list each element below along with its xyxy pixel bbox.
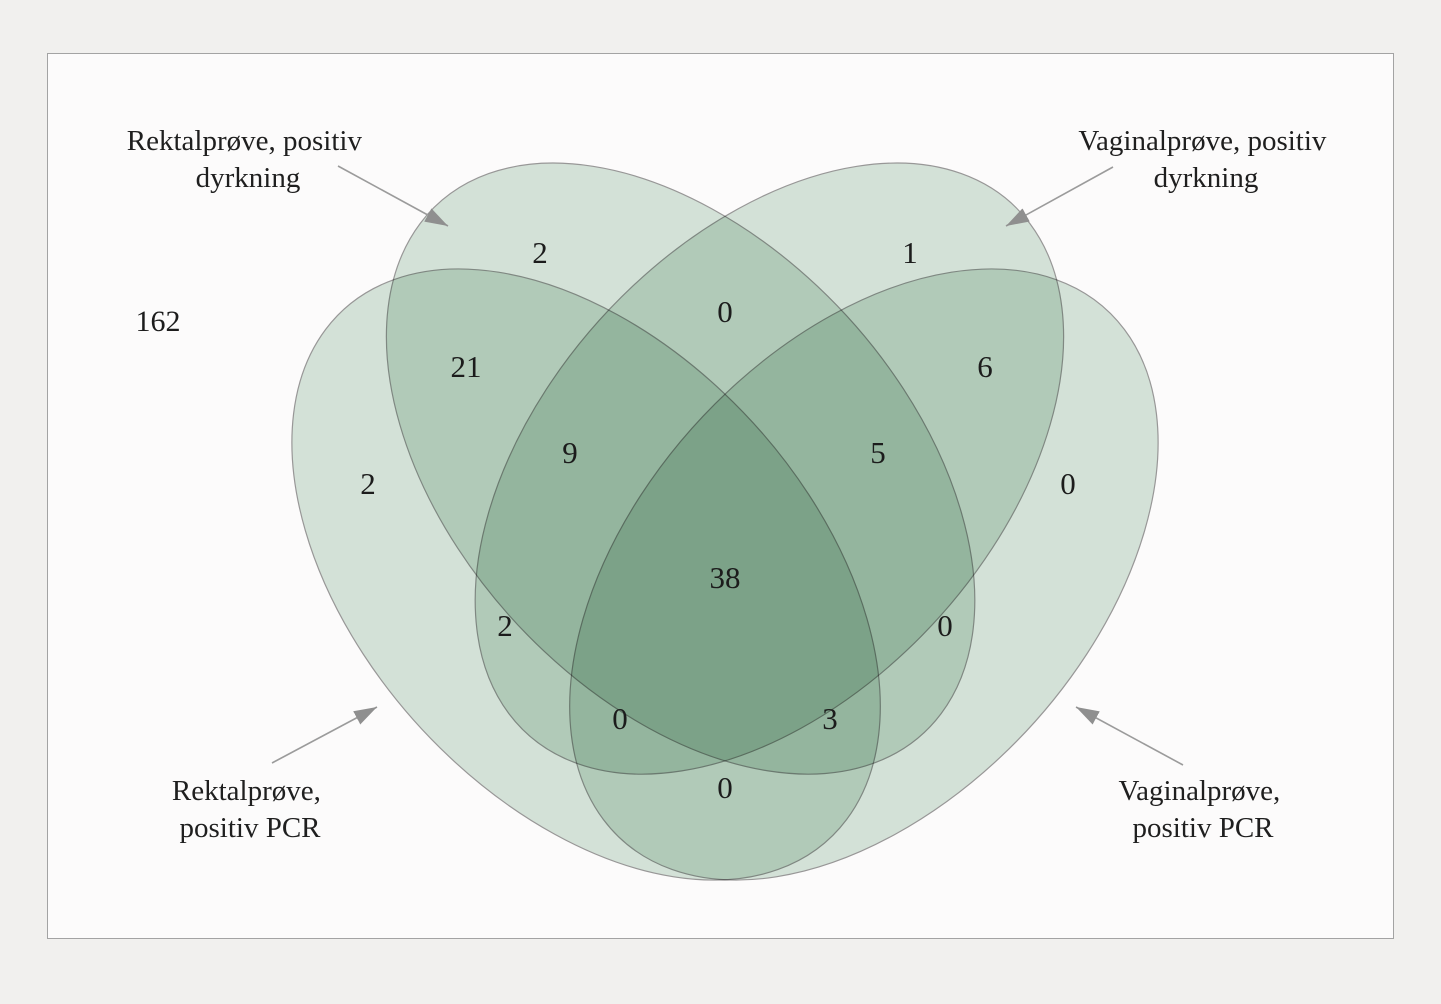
- set-label-line2: dyrkning: [1154, 162, 1259, 194]
- region-count-vaginal_dyrkning: 1: [902, 235, 918, 270]
- arrow-to-rektal-dyrkning: [337, 165, 449, 227]
- region-count-rektal_dyrkning-vaginal_pcr: 0: [937, 608, 953, 643]
- set-label-rektal-dyrkning: Rektalprøve, positiv dyrkning: [127, 125, 369, 194]
- region-count-rektal_dyrkning-rektal_pcr: 21: [451, 349, 482, 384]
- region-count-vaginal_dyrkning-rektal_pcr: 2: [497, 608, 513, 643]
- arrow-to-vaginal-pcr: [1075, 706, 1184, 766]
- set-label-line2: positiv PCR: [1132, 812, 1274, 844]
- region-count-vaginal_dyrkning-vaginal_pcr: 6: [977, 349, 993, 384]
- label-arrows: [271, 165, 1184, 766]
- arrow-to-vaginal-dyrkning: [1005, 166, 1114, 227]
- set-label-line2: positiv PCR: [179, 812, 321, 844]
- region-counts: 2 0 1 21 6 9 5 2 0 38 2 0 0 3 0: [360, 235, 1076, 805]
- outside-count: 162: [136, 305, 181, 338]
- region-count-rektal_dyrkning-rektal_pcr-vaginal_pcr: 3: [822, 701, 838, 736]
- set-label-line2: dyrkning: [196, 162, 301, 194]
- set-label-line1: Vaginalprøve, positiv: [1078, 125, 1327, 157]
- set-label-line1: Rektalprøve,: [172, 775, 321, 807]
- region-count-rektal_dyrkning-vaginal_dyrkning-rektal_pcr: 9: [562, 435, 578, 470]
- region-count-vaginal_pcr: 0: [1060, 466, 1076, 501]
- set-label-line1: Rektalprøve, positiv: [127, 125, 363, 157]
- set-label-line1: Vaginalprøve,: [1118, 775, 1280, 807]
- set-label-vaginal-dyrkning: Vaginalprøve, positiv dyrkning: [1078, 125, 1333, 194]
- set-label-vaginal-pcr: Vaginalprøve, positiv PCR: [1118, 775, 1287, 844]
- set-label-rektal-pcr: Rektalprøve, positiv PCR: [172, 775, 328, 844]
- arrow-to-rektal-pcr: [271, 706, 378, 764]
- region-count-vaginal_dyrkning-rektal_pcr-vaginal_pcr: 0: [612, 701, 628, 736]
- region-count-rektal_dyrkning: 2: [532, 235, 548, 270]
- venn-ellipses: [189, 41, 1261, 1002]
- region-count-rektal_dyrkning-vaginal_dyrkning-vaginal_pcr: 5: [870, 435, 886, 470]
- region-count-rektal_dyrkning-vaginal_dyrkning: 0: [717, 294, 733, 329]
- ellipse-vaginal-pcr: [467, 147, 1261, 1002]
- region-count-rektal_dyrkning-vaginal_dyrkning-rektal_pcr-vaginal_pcr: 38: [710, 560, 741, 595]
- region-count-rektal_pcr-vaginal_pcr: 0: [717, 770, 733, 805]
- region-count-rektal_pcr: 2: [360, 466, 376, 501]
